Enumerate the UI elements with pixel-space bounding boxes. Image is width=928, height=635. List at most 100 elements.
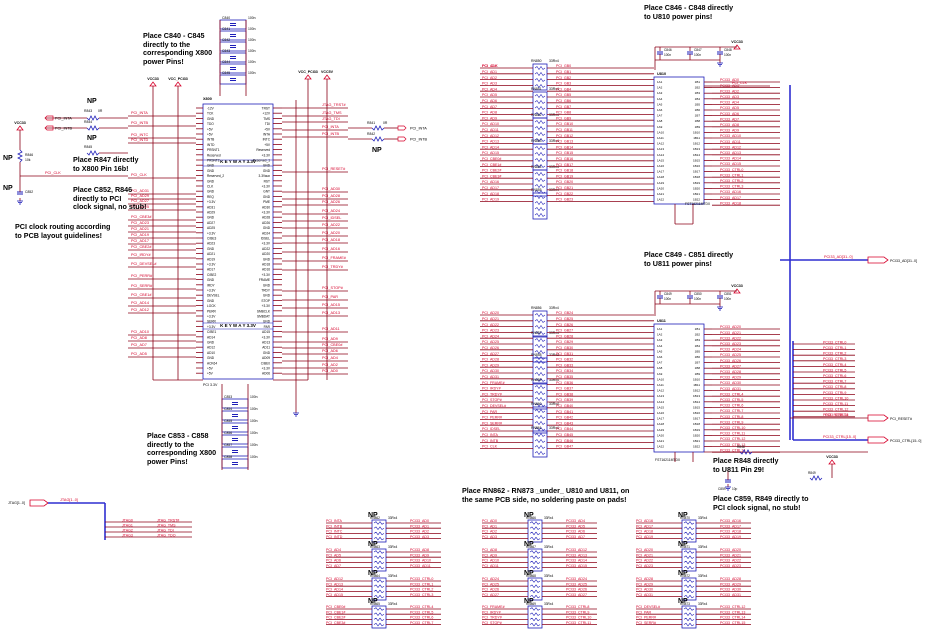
x800-left-net: PCI_PERR# bbox=[131, 274, 153, 278]
x800-pin-name: +3.3V bbox=[262, 242, 271, 246]
rn-element bbox=[534, 337, 546, 343]
cap-ref: C851 bbox=[724, 292, 732, 296]
bottom-rn-left-net: PCI_AD30 bbox=[636, 588, 653, 592]
rn-ref: RN851 bbox=[531, 87, 542, 91]
x800-pin-name: AD10 bbox=[207, 351, 215, 355]
u810-pin-name: 1B20 bbox=[693, 186, 700, 190]
rn-element bbox=[683, 622, 695, 627]
x800-pin-name: GND bbox=[207, 179, 215, 183]
bottom-rn-left-net: PCI_AD13 bbox=[326, 582, 343, 586]
x800-pin-name: REQ bbox=[207, 195, 214, 199]
bottom-rn-left-net: PCI_AD31 bbox=[636, 593, 653, 597]
u811-pin-name: 1B19 bbox=[693, 428, 700, 432]
x800-left-net: PCI_AD25 bbox=[131, 205, 149, 209]
bottom-rn-left-net: PCI_INTC bbox=[326, 530, 343, 534]
bottom-rn-left-net: PCI_CBE2# bbox=[326, 616, 345, 620]
u810-pin-name: 1A13 bbox=[657, 147, 664, 151]
x800-right-net: JTAG_TMS bbox=[322, 111, 342, 115]
np-label: NP bbox=[368, 570, 378, 577]
bottom-rn-left-net: PCI_INTA bbox=[326, 519, 343, 523]
power-symbol bbox=[174, 81, 182, 87]
u810-pin-name: 1A2 bbox=[657, 86, 663, 90]
rn-element bbox=[683, 555, 695, 559]
rn-ref: RN856 bbox=[531, 306, 542, 310]
rn-element bbox=[373, 521, 385, 525]
x800-right-net: PCI_INTB bbox=[322, 132, 340, 136]
u810-pin-name: 1A20 bbox=[657, 186, 664, 190]
bottom-rn-right-net: PCI33_AD2 bbox=[410, 530, 429, 534]
u811-right-net: PCI33_AD27 bbox=[720, 364, 741, 368]
bottom-resistor-network bbox=[371, 605, 387, 629]
bottom-rn-value: 33Rx4 bbox=[388, 516, 397, 520]
note-rn862-rn873: Place RN862 - RN873 _under_ U810 and U81… bbox=[462, 486, 630, 504]
rn-element bbox=[683, 521, 695, 525]
rn-element bbox=[534, 71, 546, 77]
cap-ref: C856 bbox=[224, 431, 232, 435]
rn-value: 33Rx4 bbox=[549, 378, 559, 382]
u811-pin-name: 1B14 bbox=[693, 400, 700, 404]
rn-element bbox=[529, 622, 541, 627]
x800-pin-name: 3.3Vaux bbox=[259, 174, 271, 178]
x800-pin-name: +5V bbox=[207, 133, 214, 137]
x800-label: X800 bbox=[203, 97, 212, 101]
x800-pin-name: TMS bbox=[263, 117, 270, 121]
bottom-resistor-network bbox=[681, 519, 697, 543]
u810-pin-name: 1B22 bbox=[693, 198, 700, 202]
u810-right-net: PCI33_AD2 bbox=[720, 89, 739, 93]
bottom-rn-right-net: PCI33_AD8 bbox=[410, 548, 429, 552]
x800-pin-name: GND bbox=[263, 169, 271, 173]
bottom-rn-left-net: PCI_AD11 bbox=[482, 564, 499, 568]
cap-ref: C850 bbox=[694, 292, 702, 296]
u811-pin-name: 1A20 bbox=[657, 433, 664, 437]
u810-pin-name: 1A8 bbox=[657, 119, 663, 123]
bottom-rn-value: 33Rx4 bbox=[544, 574, 553, 578]
u810-pin-name: 1B19 bbox=[693, 181, 700, 185]
u811-right-net: PCI33_CTRL14 bbox=[720, 448, 745, 452]
x800-right-net: PCI_AD15 bbox=[322, 303, 340, 307]
bottom-rn-right-net: PCI33_AD7 bbox=[566, 535, 585, 539]
pci33-label: PCI 3.3V bbox=[203, 383, 218, 387]
cap-value: 100n bbox=[248, 71, 256, 75]
rn-element bbox=[373, 550, 385, 554]
u811-mid-net: PCI_GB35 bbox=[556, 375, 573, 379]
cap-ref: C843 bbox=[222, 49, 230, 53]
u811-pin-name: 1A19 bbox=[657, 428, 664, 432]
pci-ad-bus-label: PCI33_AD[31..0] bbox=[824, 255, 853, 259]
u810-left-net: PCI_CBE2# bbox=[482, 169, 501, 173]
resistor-ref: R841 bbox=[367, 121, 375, 125]
resistor-ref: R849 bbox=[808, 471, 816, 475]
x800-right-net: PCI_AD22 bbox=[322, 223, 340, 227]
power-label: VCC_PCI33 bbox=[168, 77, 188, 81]
x800-pin-name: +5V bbox=[207, 127, 214, 131]
u811-pin-name: 1A14 bbox=[657, 400, 664, 404]
rn-element bbox=[683, 617, 695, 622]
jtag-port bbox=[29, 499, 49, 507]
u811-right-net: PCI33_CTRL11 bbox=[720, 432, 745, 436]
ctrl-stack-net: PCI33_CTRL5 bbox=[823, 368, 846, 372]
x800-left-net: PCI_AD5 bbox=[131, 352, 147, 356]
bottom-resistor-network bbox=[371, 519, 387, 543]
u810-right-net: PCI33_AD4 bbox=[720, 101, 739, 105]
u810-mid-net: PCI_GB13 bbox=[556, 140, 573, 144]
u811-mid-net: PCI_GB43 bbox=[556, 421, 573, 425]
x800-pin-name: +3.3V bbox=[262, 367, 271, 371]
u811-mid-net: PCI_GB30 bbox=[556, 346, 573, 350]
u811-pin-name: 1B11 bbox=[693, 383, 700, 387]
jtag-out-net: JTAG_TMS bbox=[157, 523, 176, 527]
u811-mid-net: PCI_GB33 bbox=[556, 363, 573, 367]
u810-left-net: PCI_AD18 bbox=[482, 192, 499, 196]
u811-pin-name: 1B13 bbox=[693, 394, 700, 398]
bottom-rn-right-net: PCI33_AD22 bbox=[720, 559, 741, 563]
u811-pin-name: 1A1 bbox=[657, 327, 663, 331]
x800-pin-name: GND bbox=[263, 257, 271, 261]
u810-mid-net: PCI_GB3 bbox=[556, 82, 571, 86]
u811-mid-net: PCI_GB47 bbox=[556, 445, 573, 449]
rn-element bbox=[534, 131, 546, 137]
x800-right-net: PCI_AD30 bbox=[322, 187, 340, 191]
u811-mid-net: PCI_GB27 bbox=[556, 329, 573, 333]
rn-value: 33Rx4 bbox=[549, 353, 559, 357]
bottom-rn-right-net: PCI33_CTRL4 bbox=[410, 605, 433, 609]
u811-pin-name: 1A3 bbox=[657, 338, 663, 342]
u811-left-net: PCI_STOP# bbox=[482, 398, 502, 402]
u810-right-net: PCI33_CTRL3 bbox=[720, 185, 743, 189]
